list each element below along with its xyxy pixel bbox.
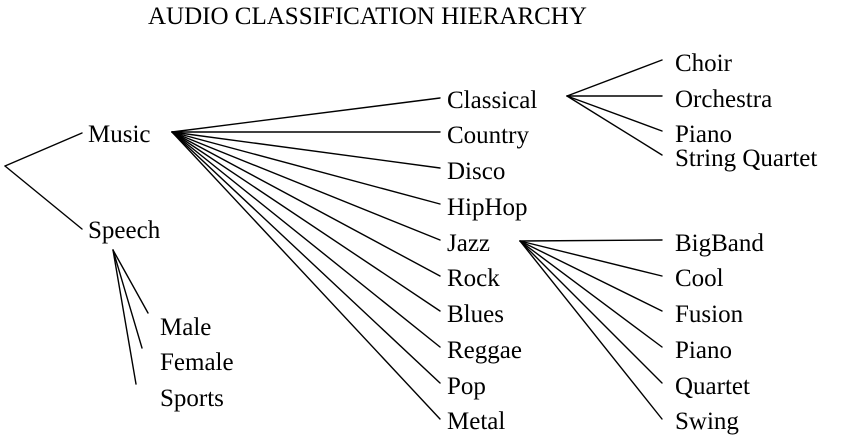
edge-music-jazz	[171, 131, 441, 241]
edge-music-blues	[171, 131, 441, 312]
node-swing: Swing	[675, 408, 739, 435]
edge-jazz-bigband	[519, 239, 663, 242]
edge-root-speech	[4, 165, 83, 230]
edge-jazz-cool	[519, 240, 663, 277]
node-quartet: Quartet	[675, 373, 750, 400]
edge-music-rock	[171, 131, 441, 277]
edge-speech-female	[112, 249, 143, 349]
node-choir: Choir	[675, 50, 732, 77]
node-jazz: Jazz	[447, 230, 491, 257]
edge-classical-classical_piano	[566, 95, 663, 132]
node-rock: Rock	[447, 265, 500, 292]
node-orchestra: Orchestra	[675, 86, 773, 113]
edge-music-reggae	[171, 131, 441, 348]
node-reggae: Reggae	[447, 337, 522, 364]
node-female: Female	[160, 349, 234, 376]
edge-classical-choir	[566, 59, 663, 97]
node-hiphop: HipHop	[447, 194, 528, 221]
edge-music-classical	[171, 97, 441, 133]
edge-music-hiphop	[171, 131, 441, 205]
edge-music-metal	[171, 131, 441, 420]
node-sports: Sports	[160, 385, 224, 412]
edge-music-pop	[171, 131, 441, 384]
edge-root-music	[4, 132, 83, 167]
node-classical: Classical	[447, 87, 538, 114]
edge-jazz-quartet	[519, 240, 663, 384]
edge-speech-male	[112, 249, 149, 314]
edge-jazz-swing	[519, 240, 663, 420]
edge-classical-string_quartet	[566, 95, 663, 156]
edge-music-disco	[171, 131, 441, 169]
node-disco: Disco	[447, 158, 506, 185]
node-music: Music	[88, 121, 151, 148]
diagram-title: AUDIO CLASSIFICATION HIERARCHY	[148, 3, 587, 30]
node-blues: Blues	[447, 301, 504, 328]
edge-speech-sports	[112, 249, 137, 385]
node-country: Country	[447, 122, 529, 149]
edge-jazz-fusion	[519, 240, 663, 312]
node-fusion: Fusion	[675, 301, 744, 328]
node-metal: Metal	[447, 408, 506, 435]
node-speech: Speech	[88, 217, 161, 244]
node-classical-piano: Piano	[675, 121, 732, 148]
node-pop: Pop	[447, 373, 486, 400]
node-bigband: BigBand	[675, 230, 764, 257]
node-cool: Cool	[675, 265, 724, 292]
edge-jazz-jazz_piano	[519, 240, 663, 348]
node-string-quartet: String Quartet	[675, 145, 818, 172]
node-jazz-piano: Piano	[675, 337, 732, 364]
node-male: Male	[160, 314, 212, 341]
